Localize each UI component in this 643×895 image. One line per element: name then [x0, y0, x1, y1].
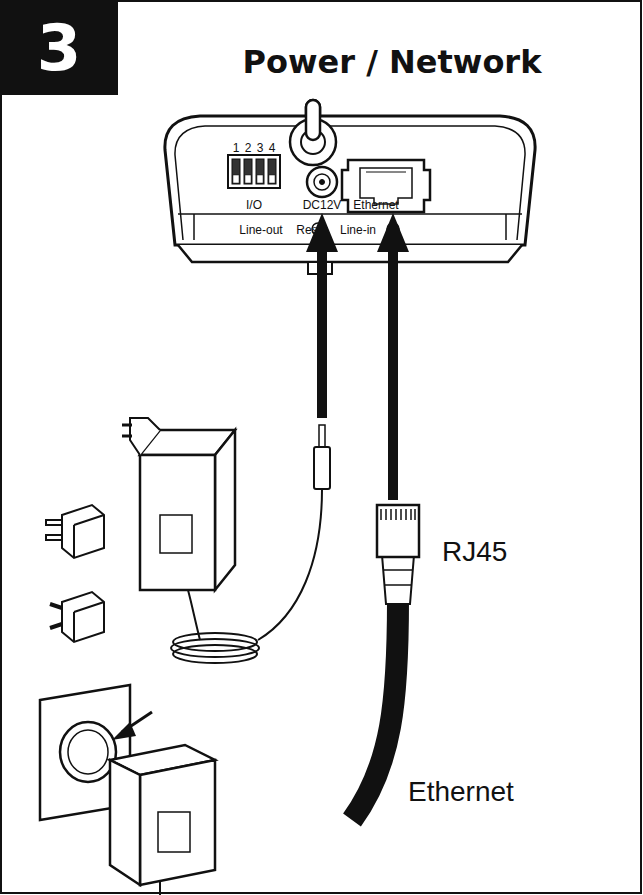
arrow-head: [377, 213, 409, 252]
band-tick: [193, 214, 195, 240]
adapter-front: [140, 760, 215, 885]
ethernet-port: [342, 160, 430, 212]
adapter-pin: [122, 435, 132, 438]
body-inner-outline: [175, 126, 525, 240]
diagram-title: Power / Network: [243, 43, 542, 81]
jack-ring: [307, 167, 337, 197]
cable-coil: [173, 645, 257, 663]
switch-slot: [232, 159, 240, 184]
switch-housing: [228, 155, 280, 188]
band-line: [178, 213, 522, 215]
switch-toggle: [245, 175, 251, 183]
step-number: 3: [37, 16, 82, 80]
camera-body: [165, 100, 535, 274]
switch-slot: [256, 159, 264, 184]
jack-pin: [320, 180, 325, 185]
adapter-side: [215, 430, 235, 590]
adapter-mark: [160, 515, 192, 553]
port-label: Line-in: [340, 224, 376, 236]
dip-switch: [228, 155, 280, 188]
insert-body: [62, 505, 104, 558]
bottom-lip: [178, 245, 522, 262]
boot-rib: [384, 569, 412, 571]
plug-boot: [382, 555, 414, 604]
step-badge: 3: [0, 0, 118, 95]
plug-insert: [46, 505, 104, 558]
connector-label: RJ45: [442, 538, 507, 566]
port-outline: [342, 160, 430, 212]
plug-contacts: [381, 509, 415, 520]
plug-tip: [319, 425, 325, 447]
plug-body: [314, 447, 330, 489]
insert-body: [62, 592, 104, 642]
adapter-side: [110, 760, 140, 885]
switch-number: 3: [257, 142, 264, 154]
port-label: Line-out: [239, 224, 282, 236]
boot-rib: [385, 584, 411, 586]
adapter-pin-socket: [130, 418, 160, 455]
adapter-front: [140, 455, 215, 590]
switch-slot: [244, 159, 252, 184]
port-contacts: [366, 172, 406, 173]
switch-toggle: [257, 175, 263, 183]
wall-socket: [40, 685, 215, 895]
insert-pin: [46, 535, 62, 540]
switch-toggle: [233, 175, 239, 183]
power-cable: [188, 590, 200, 640]
insert-edge: [74, 515, 104, 525]
switch-slot: [268, 159, 276, 184]
plug-insert: [50, 592, 104, 642]
band-tick: [505, 214, 507, 240]
switch-number: 2: [245, 142, 252, 154]
adapter-pin: [122, 424, 132, 427]
body-outline: [165, 116, 535, 245]
jack-inner: [314, 174, 330, 190]
switch-number: 4: [269, 142, 276, 154]
dc-jack: [307, 167, 337, 197]
insert-pin: [46, 520, 62, 525]
switch-toggle: [269, 175, 275, 183]
plug-in-arrow-head: [112, 722, 136, 740]
power-cable: [159, 880, 161, 895]
socket-ring-inner: [68, 730, 108, 774]
cable-label: Ethernet: [408, 778, 514, 806]
power-adapter: [122, 418, 235, 590]
socket-ring: [60, 722, 116, 782]
insert-edge: [73, 612, 75, 642]
antenna-rod: [306, 100, 320, 140]
switch-number: 1: [233, 142, 240, 154]
ethernet-cable: [352, 600, 398, 820]
power-cable: [258, 489, 322, 640]
arrow-shaft: [317, 248, 327, 418]
insert-pin: [50, 604, 62, 628]
port-label: Ethernet: [353, 199, 398, 211]
plug-head: [377, 505, 419, 557]
port-label: Reset: [296, 224, 327, 236]
port-label: DC12V: [303, 199, 342, 211]
rj45-plug: [352, 505, 419, 820]
insert-edge: [73, 525, 75, 558]
port-label: I/O: [246, 199, 262, 211]
insert-edge: [74, 602, 104, 612]
arrow-shaft: [388, 248, 398, 500]
insert-arrow: [377, 213, 409, 500]
adapter-mark: [158, 812, 190, 852]
insert-arrow: [306, 213, 338, 418]
